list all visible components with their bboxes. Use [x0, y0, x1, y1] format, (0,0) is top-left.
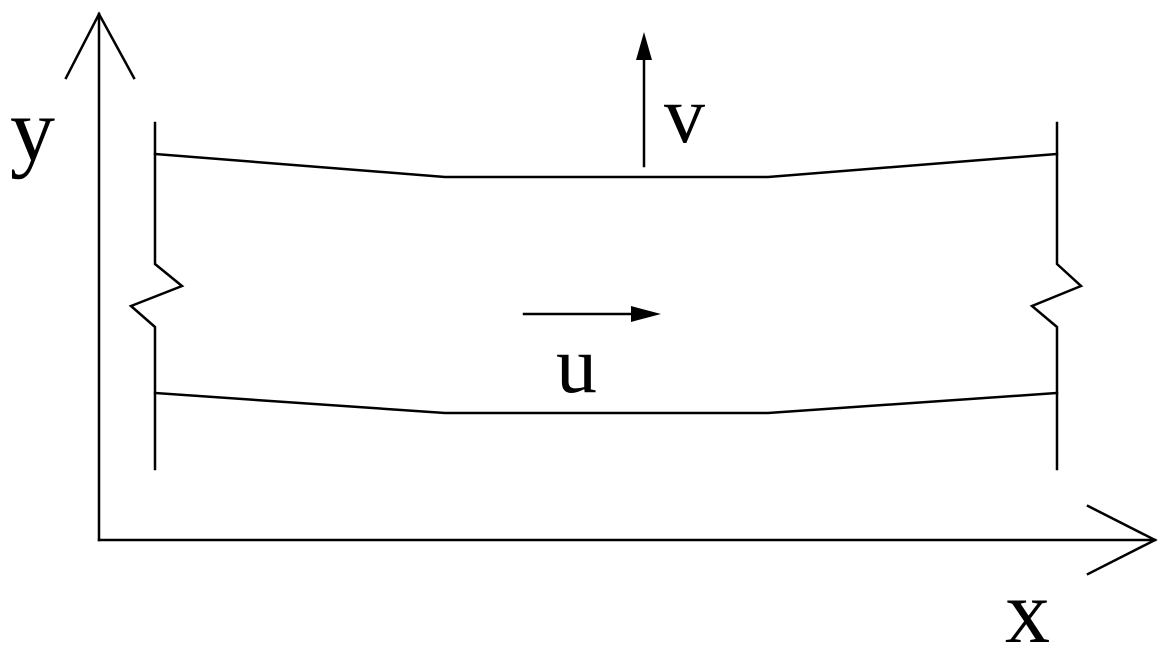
x-axis-arrowhead	[1086, 504, 1158, 576]
u-label: u	[556, 319, 597, 410]
flow-boundaries	[153, 152, 1059, 415]
left-wall-break-line	[128, 121, 185, 471]
right-wall-break-line	[1029, 121, 1084, 471]
horizontal-velocity-vector: u	[522, 306, 661, 410]
x-axis-label: x	[1005, 563, 1050, 662]
v-arrowhead	[636, 32, 652, 60]
y-axis-label: y	[10, 81, 55, 180]
lower-boundary	[153, 391, 1059, 415]
v-label: v	[664, 69, 705, 160]
coordinate-axes	[64, 11, 1158, 576]
vertical-velocity-vector: v	[636, 32, 705, 168]
u-arrowhead	[631, 306, 661, 322]
channel-walls	[128, 121, 1084, 471]
y-axis-arrowhead	[64, 11, 136, 80]
upper-boundary	[153, 152, 1059, 179]
